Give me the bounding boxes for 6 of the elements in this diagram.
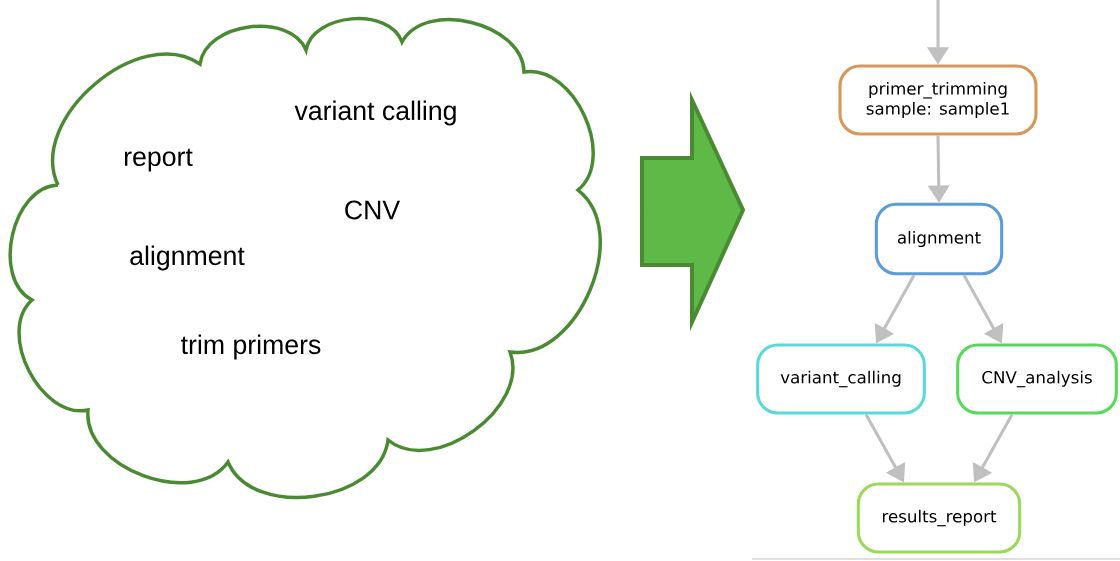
- process-box: results_report: [856, 482, 1022, 554]
- process-box: primer_trimming sample: sample1: [838, 64, 1038, 136]
- process-box: variant_calling: [756, 343, 926, 415]
- process-box: alignment: [874, 202, 1004, 276]
- process-box: CNV_analysis: [956, 343, 1118, 415]
- cloud: variant calling report CNV alignment trim primers: [8, 17, 602, 500]
